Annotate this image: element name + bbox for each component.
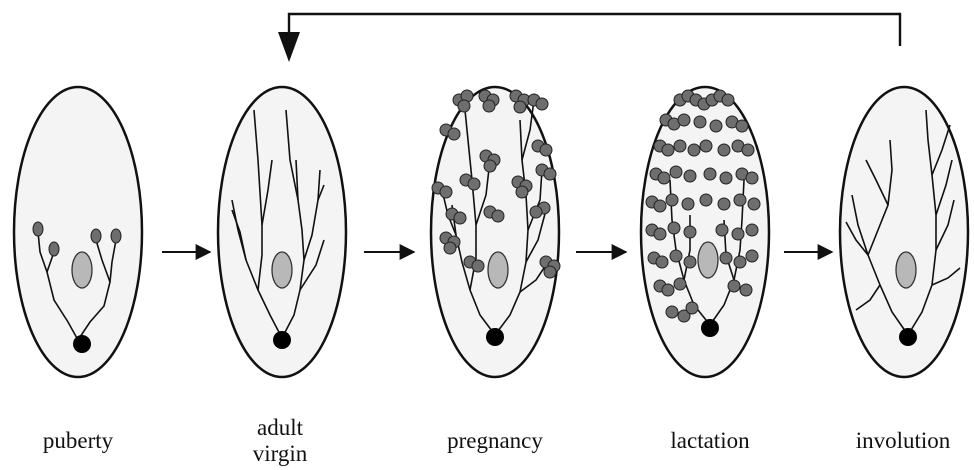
- label-lactation: lactation: [645, 428, 775, 454]
- lymph-node: [488, 252, 508, 288]
- lymph-node: [698, 242, 718, 278]
- nipple: [273, 331, 291, 349]
- stage-lactation-gland: [641, 87, 769, 377]
- nipple: [701, 319, 719, 337]
- lymph-node: [272, 252, 292, 288]
- stage-involution-gland: [840, 87, 968, 377]
- nipple: [73, 335, 91, 353]
- lymph-node: [72, 252, 92, 288]
- stage-adult-virgin-gland: [218, 87, 346, 377]
- nipple: [899, 328, 917, 346]
- stage-pregnancy-gland: [431, 87, 560, 377]
- label-adult-virgin: adult virgin: [220, 415, 340, 467]
- label-pregnancy: pregnancy: [425, 428, 565, 454]
- lymph-node: [896, 252, 916, 288]
- return-loop-arrow: [278, 14, 900, 62]
- stage-puberty-gland: [14, 87, 142, 377]
- label-involution: involution: [838, 428, 968, 454]
- nipple: [486, 328, 504, 346]
- label-puberty: puberty: [18, 428, 138, 454]
